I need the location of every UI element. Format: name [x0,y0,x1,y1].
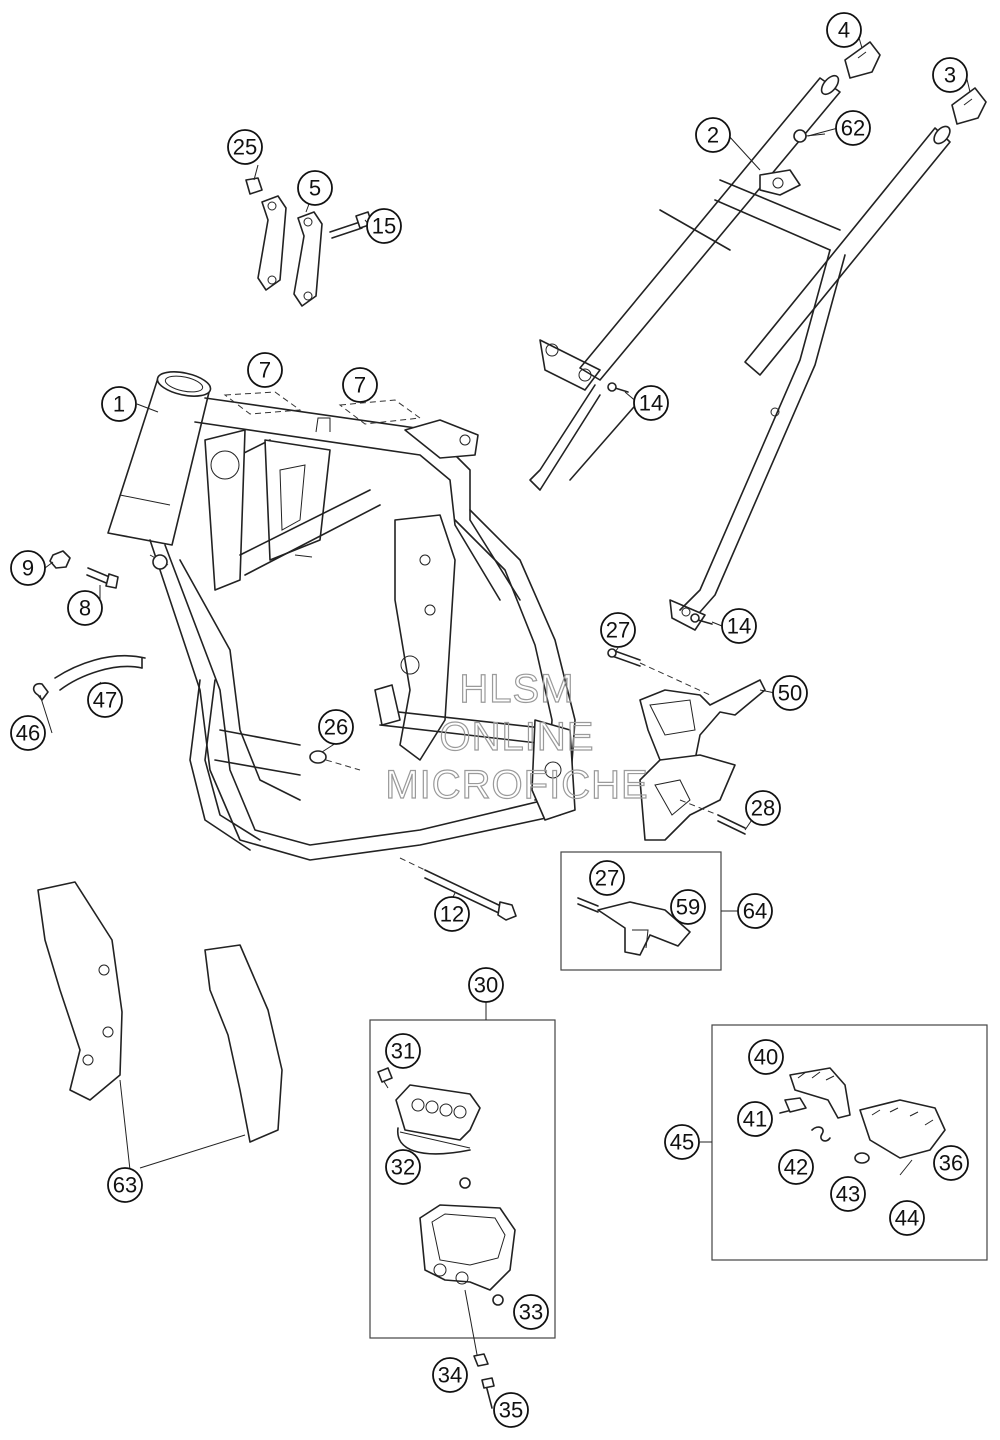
callout-34: 34 [432,1357,468,1393]
callout-7a: 7 [247,352,283,388]
callout-14b: 14 [721,608,757,644]
callout-31: 31 [385,1033,421,1069]
group-box-30 [369,1019,556,1361]
main-frame-drawing [107,371,576,861]
callout-label: 43 [836,1182,860,1207]
drain-screw-drawing [473,1353,495,1409]
callout-25: 25 [227,129,263,165]
callout-label: 14 [727,614,751,639]
callouts: 1 2 3 4 5 7 7 8 9 12 14 14 15 25 26 27 2… [10,12,969,1428]
callout-label: 7 [354,373,366,398]
callout-label: 40 [754,1045,778,1070]
callout-label: 64 [743,899,767,924]
callout-42: 42 [778,1149,814,1185]
callout-label: 12 [440,902,464,927]
callout-label: 7 [259,358,271,383]
callout-33: 33 [513,1294,549,1330]
callout-40: 40 [748,1039,784,1075]
callout-label: 36 [939,1151,963,1176]
callout-label: 63 [113,1173,137,1198]
hose-drawing [32,654,146,701]
decal-drawings [223,391,422,425]
callout-label: 26 [324,715,348,740]
callout-label: 9 [22,556,34,581]
callout-30: 30 [468,967,504,1003]
callout-label: 34 [438,1363,462,1388]
callout-64: 64 [737,893,773,929]
callout-label: 41 [743,1107,767,1132]
watermark-line-1: HLSM [459,667,574,711]
callout-label: 35 [499,1398,523,1423]
callout-28: 28 [745,790,781,826]
watermark-line-3: MICROFICHE [385,763,648,807]
callout-41: 41 [737,1101,773,1137]
callout-4: 4 [826,12,862,48]
callout-label: 28 [751,796,775,821]
callout-label: 27 [606,618,630,643]
subframe-drawing [529,74,951,631]
watermark-line-2: ONLINE [440,715,595,759]
callout-label: 47 [93,688,117,713]
callout-label: 4 [838,18,850,43]
callout-2: 2 [695,117,731,153]
callout-label: 45 [670,1130,694,1155]
callout-5: 5 [297,170,333,206]
callout-label: 30 [474,973,498,998]
callout-label: 33 [519,1300,543,1325]
callout-44: 44 [889,1200,925,1236]
washer-bolt-drawing [309,750,517,921]
callout-12: 12 [434,896,470,932]
callout-15: 15 [366,208,402,244]
callout-36: 36 [933,1145,969,1181]
callout-label: 25 [233,135,257,160]
callout-label: 42 [784,1155,808,1180]
callout-62: 62 [835,110,871,146]
callout-label: 15 [372,214,396,239]
callout-leaders [39,30,971,1171]
callout-45: 45 [664,1124,700,1160]
callout-27a: 27 [600,612,636,648]
callout-label: 59 [676,895,700,920]
callout-label: 27 [595,866,619,891]
callout-label: 46 [16,721,40,746]
watermark: HLSM ONLINE MICROFICHE [385,666,649,807]
frame-protectors-drawing [37,881,283,1143]
callout-46: 46 [10,715,46,751]
callout-63: 63 [107,1167,143,1203]
callout-3: 3 [932,57,968,93]
callout-59: 59 [670,889,706,925]
callout-label: 3 [944,63,956,88]
callout-label: 50 [778,681,802,706]
callout-label: 14 [639,391,663,416]
callout-50: 50 [772,675,808,711]
group-box-64 [560,851,722,971]
callout-14a: 14 [633,385,669,421]
callout-47: 47 [87,682,123,718]
callout-7b: 7 [342,367,378,403]
callout-label: 8 [79,596,91,621]
callout-label: 5 [309,176,321,201]
callout-label: 1 [113,392,125,417]
callout-32: 32 [385,1149,421,1185]
callout-label: 31 [391,1039,415,1064]
end-plug-drawings [844,41,987,125]
callout-label: 44 [895,1206,919,1231]
callout-1: 1 [101,386,137,422]
chain-guide-bracket-drawing [607,648,766,841]
nut-bolt-drawing [49,550,119,589]
callout-26: 26 [318,709,354,745]
callout-43: 43 [830,1176,866,1212]
callout-8: 8 [67,590,103,626]
callout-35: 35 [493,1392,529,1428]
clamp-plates-drawing [245,177,373,307]
callout-label: 62 [841,116,865,141]
callout-label: 2 [707,123,719,148]
callout-9: 9 [10,550,46,586]
callout-label: 32 [391,1155,415,1180]
callout-27b: 27 [589,860,625,896]
subframe-bolts-drawing [607,382,713,625]
